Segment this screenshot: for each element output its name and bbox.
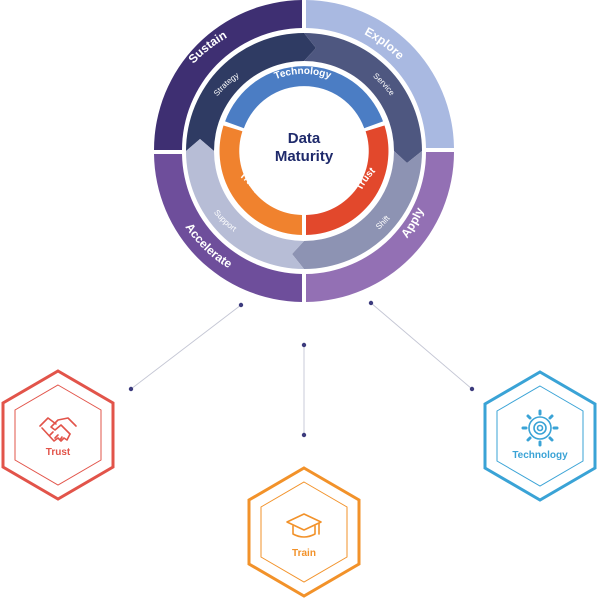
handshake-icon [39,417,77,442]
label-technology: Technology [273,66,333,82]
inner-segment-train [219,125,302,235]
hexagon-inner [260,481,348,583]
connector-lines [130,302,473,435]
outer-segment-apply [306,152,455,302]
gear-icon [521,409,559,447]
middle-segment-strategy [186,33,316,151]
hexagon-outer [483,370,597,502]
connector-dot [368,300,374,306]
pillar-trust: Trust [1,369,115,501]
pillar-train: Train [247,466,361,598]
pillar-label-technology: Technology [512,450,568,461]
hexagon-inner [14,384,102,486]
outer-segment-sustain [154,0,302,150]
pillar-label-trust: Trust [46,447,71,458]
graduation-cap-icon [286,513,322,538]
middle-segment-shift [292,151,422,269]
pillar-technology: Technology [483,370,597,502]
middle-segment-service [304,33,422,163]
hexagon-outer [1,369,115,501]
connector-dots [128,300,475,438]
inner-segment-trust [306,125,389,235]
connector-technology [370,302,473,390]
hexagon-inner [496,385,584,487]
maturity-wheel [154,0,455,302]
pillar-label-train: Train [292,548,316,559]
svg-text:Technology: Technology [273,66,333,82]
hexagon-outer [247,466,361,598]
connector-dot [238,302,244,308]
center-title-line1: Data [288,130,321,147]
connector-dot [469,386,475,392]
outer-segment-accelerate [154,154,302,302]
outer-segment-explore [306,0,454,148]
connector-trust [130,304,242,390]
connector-dot [301,432,307,438]
inner-segment-technology [225,66,383,129]
connector-dot [301,342,307,348]
connector-dot [128,386,134,392]
middle-segment-support [186,139,304,269]
center-title-line2: Maturity [275,148,334,165]
